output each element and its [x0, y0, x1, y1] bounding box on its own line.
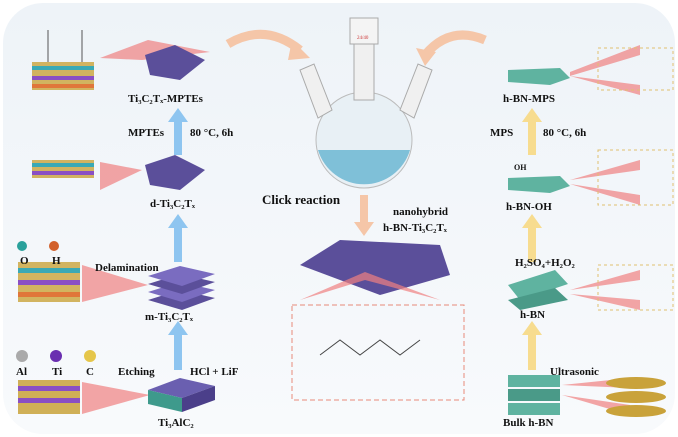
nanohybrid-sheet [300, 240, 450, 295]
label-etching: Etching [118, 366, 155, 378]
label-reagent-mptes: MPTEs [128, 127, 165, 139]
label-oxidant: H₂SO₄+H₂O₂ [515, 257, 575, 269]
hbn-mps-sheet [508, 68, 570, 85]
max-phase-atoms [18, 380, 80, 414]
legend-ti: Ti [52, 366, 63, 378]
right-process-arrows [522, 108, 542, 370]
mxene-mptes-atoms [32, 30, 94, 90]
legend-h: H [52, 255, 61, 267]
background-panel [3, 3, 675, 434]
hbn-lattice [597, 264, 674, 311]
titanium-atom-icon [50, 350, 62, 362]
label-ultrasonic: Ultrasonic [550, 366, 599, 378]
label-delamination: Delamination [95, 262, 159, 274]
label-etchant: HCl + LiF [190, 366, 239, 378]
hbn-lattice-oh [597, 149, 674, 206]
label-bulk-hbn: Bulk h-BN [503, 417, 554, 429]
hbn-structures [508, 45, 674, 417]
label-cond-mptes: 80 °C, 6h [190, 127, 234, 139]
bulk-hbn-block [508, 375, 560, 415]
label-mxene-mptes: Ti₃C₂Tₓ-MPTEs [128, 93, 203, 105]
d-mxene-atoms [32, 160, 94, 178]
legend-c: C [86, 366, 94, 378]
three-neck-flask [299, 17, 433, 189]
legend-o: O [20, 255, 29, 267]
left-process-arrows [168, 108, 188, 370]
mxene-structures [16, 30, 215, 414]
m-mxene-stack [148, 266, 215, 310]
label-nanohybrid: nanohybrid [393, 206, 449, 218]
max-phase-block [148, 378, 215, 412]
label-hybrid-name: h-BN-Ti₃C₂Tₓ [383, 222, 447, 234]
m-mxene-atoms [18, 262, 80, 302]
legend-al: Al [16, 366, 27, 378]
down-arrow [354, 195, 374, 236]
linker-molecule [319, 339, 421, 356]
d-mxene-sheet [145, 155, 205, 190]
label-cond-mps: 80 °C, 6h [543, 127, 587, 139]
hbn-oh-sheet [508, 176, 570, 193]
curved-arrow-right [421, 30, 487, 59]
aluminum-atom-icon [16, 350, 28, 362]
label-click-reaction: Click reaction [262, 192, 341, 207]
label-hbn-mps: h-BN-MPS [503, 93, 555, 105]
mxene-mptes-sheet [145, 45, 205, 80]
bulk-hbn-layers [606, 377, 666, 417]
hydrogen-atom-icon [49, 241, 59, 251]
hbn-sheet-bottom [508, 288, 568, 310]
carbon-atom-icon [84, 350, 96, 362]
hbn-sheet-top [508, 270, 568, 300]
flask-mark: 24/40 [357, 36, 369, 41]
label-max-phase: Ti₃AlC₂ [158, 417, 194, 429]
label-hbn-oh: h-BN-OH [506, 201, 552, 213]
oxygen-atom-icon [17, 241, 27, 251]
label-d-mxene: d-Ti₃C₂Tₓ [150, 198, 195, 210]
label-oh: OH [514, 163, 527, 172]
label-reagent-mps: MPS [490, 127, 514, 139]
hbn-lattice-mps [597, 47, 674, 91]
label-m-mxene: m-Ti₃C₂Tₓ [145, 311, 194, 323]
molecular-structure-box [291, 304, 465, 401]
label-hbn: h-BN [520, 309, 546, 321]
